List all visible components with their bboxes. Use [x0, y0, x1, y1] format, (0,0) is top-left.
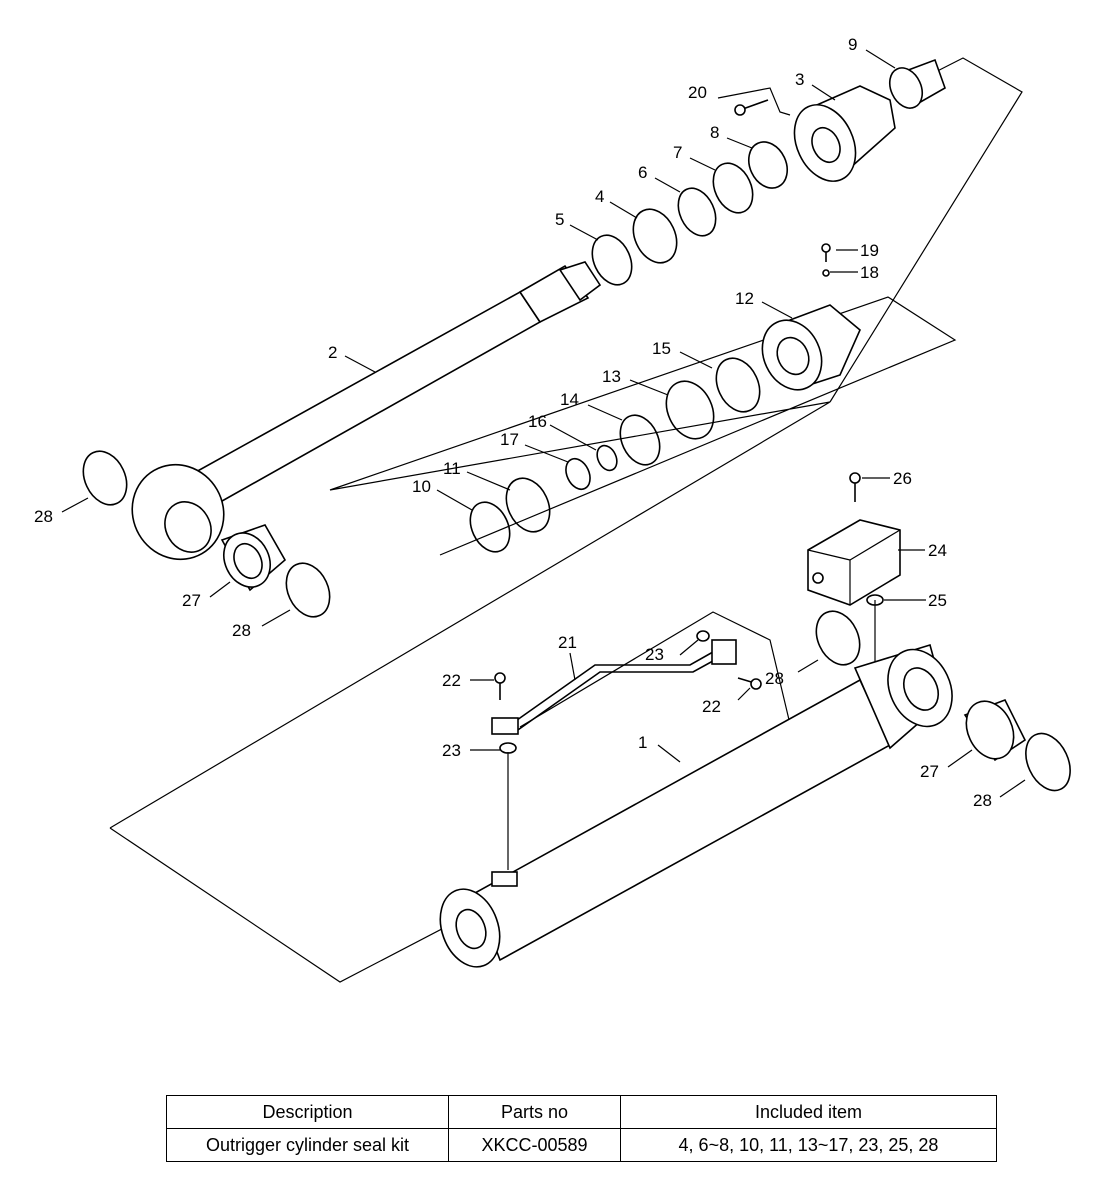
- callout-23-b: 23: [442, 741, 461, 760]
- header-description: Description: [166, 1095, 449, 1129]
- callout-1: 1: [638, 733, 647, 752]
- callout-28-a: 28: [34, 507, 53, 526]
- callout-28-d: 28: [973, 791, 992, 810]
- callout-22-a: 22: [442, 671, 461, 690]
- bolt-22-left-part: [494, 672, 506, 700]
- table-row: Outrigger cylinder seal kit XKCC-00589 4…: [166, 1128, 997, 1162]
- callout-21: 21: [558, 633, 577, 652]
- callout-26: 26: [893, 469, 912, 488]
- callout-27-b: 27: [920, 762, 939, 781]
- callout-4: 4: [595, 187, 604, 206]
- callout-13: 13: [602, 367, 621, 386]
- bolt-22-right-part: [737, 677, 762, 690]
- cylinder-tube-part: [439, 643, 953, 968]
- callout-3: 3: [795, 70, 804, 89]
- ring-13-part: [665, 380, 715, 440]
- ring-16-part: [596, 444, 618, 472]
- screw-19-part: [821, 243, 831, 262]
- callout-7: 7: [673, 143, 682, 162]
- callout-14: 14: [560, 390, 579, 409]
- callout-16: 16: [528, 412, 547, 431]
- ring-15-part: [715, 357, 761, 413]
- callout-5: 5: [555, 210, 564, 229]
- ring-5-part: [591, 234, 633, 286]
- bushing-9-part: [888, 58, 946, 110]
- callout-12: 12: [735, 289, 754, 308]
- ring-6-part: [677, 187, 717, 237]
- ring-17-part: [565, 457, 591, 491]
- ring-28-tube-part: [815, 610, 861, 666]
- cell-included-item: 4, 6~8, 10, 11, 13~17, 23, 25, 28: [620, 1128, 997, 1162]
- callout-8: 8: [710, 123, 719, 142]
- cell-parts-no: XKCC-00589: [448, 1128, 621, 1162]
- o-ring-23-lower-part: [499, 742, 517, 754]
- callout-27-a: 27: [182, 591, 201, 610]
- callout-2: 2: [328, 343, 337, 362]
- callout-17: 17: [500, 430, 519, 449]
- callout-28-b: 28: [232, 621, 251, 640]
- callout-25: 25: [928, 591, 947, 610]
- callout-20: 20: [688, 83, 707, 102]
- leader-lines: [61, 49, 1026, 798]
- ring-28-rod-bushing-part: [285, 562, 331, 618]
- piston-rod-part: [131, 261, 602, 561]
- cylinder-assembly-outline: [109, 611, 796, 983]
- callout-23-a: 23: [645, 645, 664, 664]
- bushing-27-tube-part: [963, 698, 1027, 762]
- cell-description: Outrigger cylinder seal kit: [166, 1128, 449, 1162]
- callout-10: 10: [412, 477, 431, 496]
- o-ring-25-part: [866, 594, 884, 606]
- gland-part: [793, 85, 896, 182]
- bolt-20-part: [734, 99, 769, 116]
- ball-18-part: [822, 269, 830, 277]
- callout-24: 24: [928, 541, 947, 560]
- pipe-21-part: [491, 639, 737, 735]
- piston-12-part: [761, 304, 861, 391]
- header-parts-no: Parts no: [448, 1095, 621, 1129]
- ring-7-part: [712, 162, 754, 214]
- ring-4-part: [632, 208, 678, 264]
- callout-18: 18: [860, 263, 879, 282]
- table-header-row: Description Parts no Included item: [166, 1095, 997, 1129]
- ring-14-part: [619, 414, 661, 466]
- bushing-27-rod-part: [220, 524, 287, 592]
- rod-assembly-outline: [109, 296, 957, 829]
- callout-6: 6: [638, 163, 647, 182]
- callout-19: 19: [860, 241, 879, 260]
- ring-11-part: [505, 477, 551, 533]
- ring-28-rod-end-part: [82, 450, 128, 506]
- ring-10-part: [469, 501, 511, 553]
- exploded-parts-diagram: 9 3 20 8 7 6 4 5 19 18 12 15 13 14 16 17…: [34, 35, 1071, 983]
- callout-9: 9: [848, 35, 857, 54]
- ring-8-part: [747, 141, 789, 189]
- callout-22-b: 22: [702, 697, 721, 716]
- o-ring-23-upper-part: [696, 630, 710, 642]
- valve-block-24-part: [807, 519, 901, 606]
- header-included-item: Included item: [620, 1095, 997, 1129]
- bolt-26-part: [849, 472, 861, 502]
- callout-11: 11: [443, 459, 461, 478]
- ring-28-tube-bushing-part: [1025, 732, 1071, 792]
- callout-28-c: 28: [765, 669, 784, 688]
- callout-15: 15: [652, 339, 671, 358]
- seal-kit-table: Description Parts no Included item Outri…: [166, 1095, 997, 1162]
